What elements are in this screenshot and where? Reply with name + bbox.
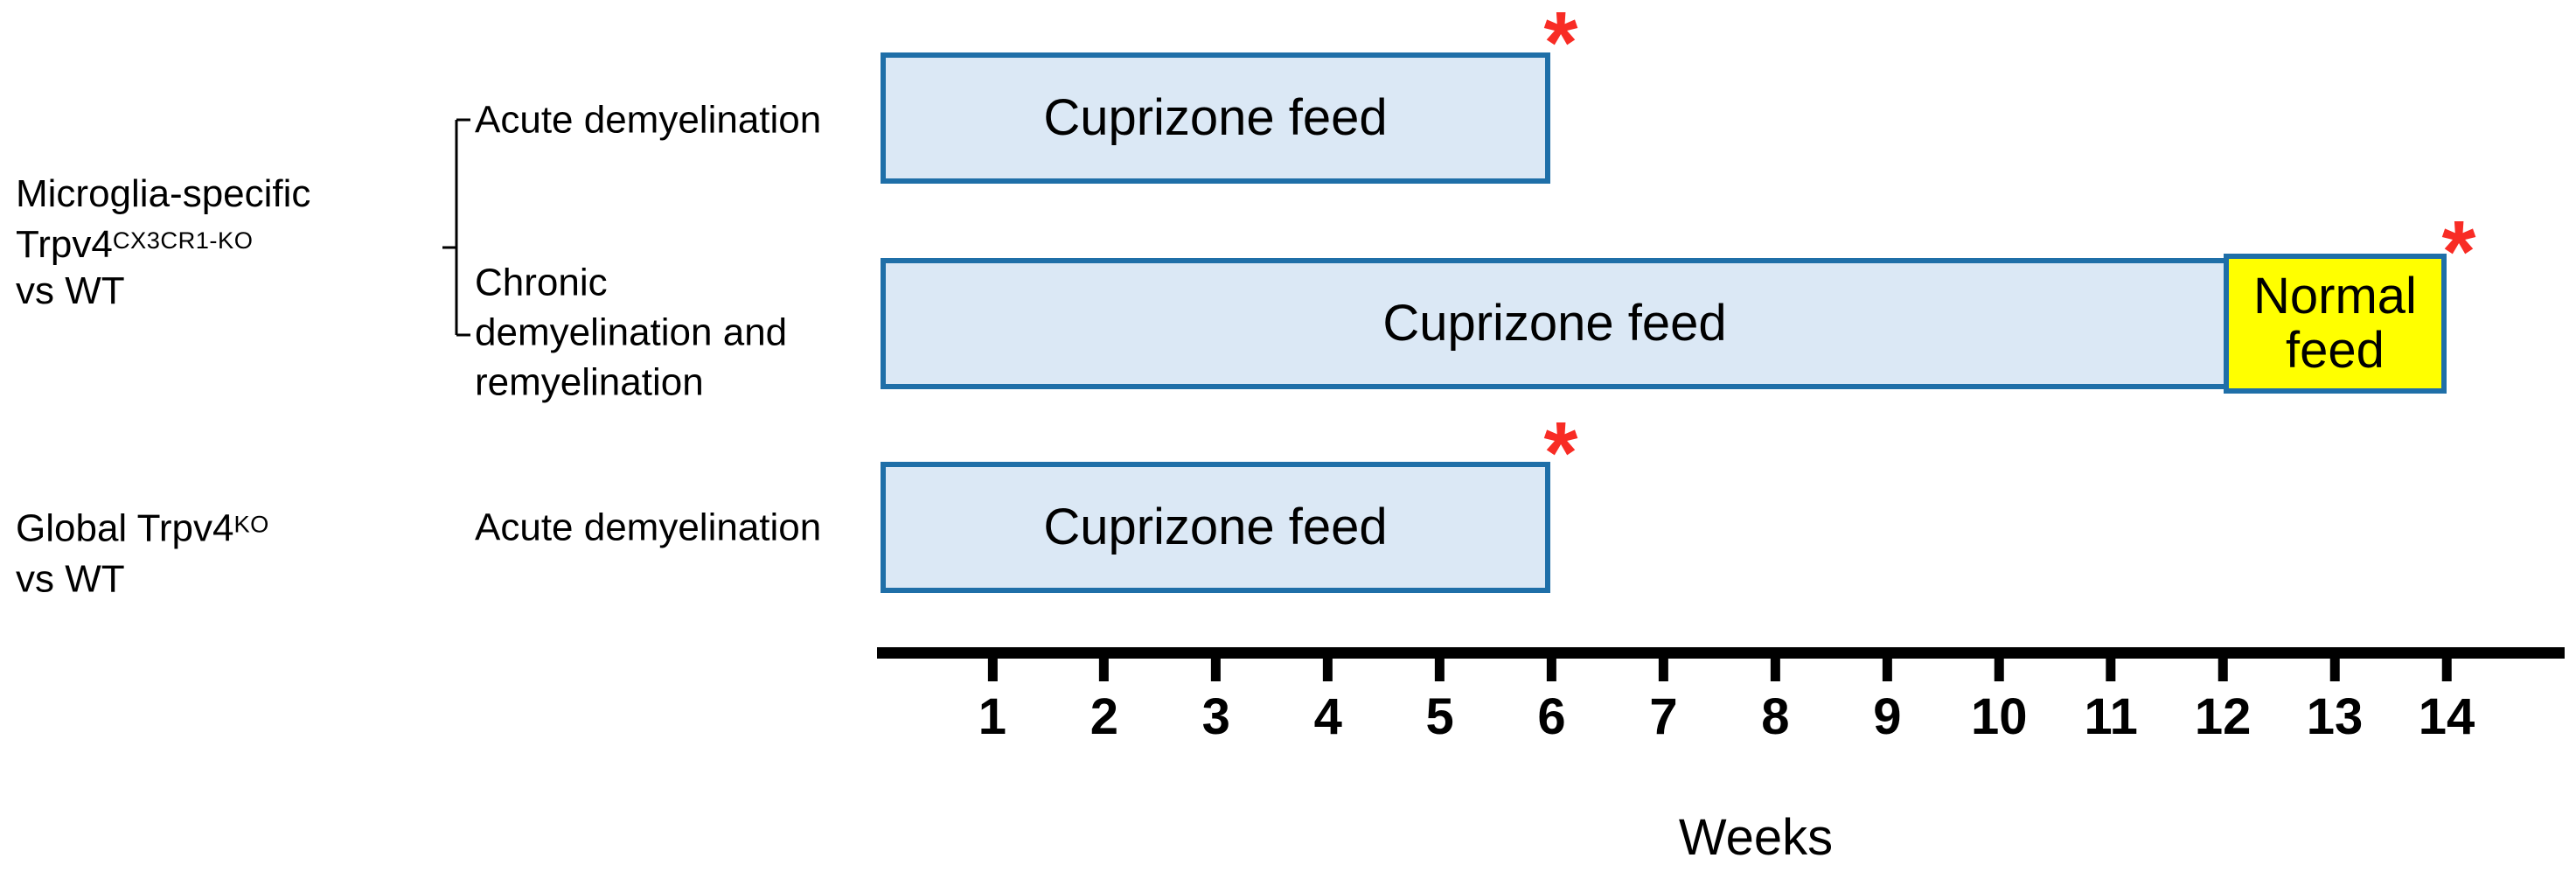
group-bracket xyxy=(442,118,470,337)
genotype-superscript: KO xyxy=(233,510,269,538)
tick-label: 14 xyxy=(2418,688,2475,745)
tick-week-7: 7 xyxy=(1649,659,1678,745)
row2-cuprizone-bar-label: Cuprizone feed xyxy=(1382,295,1727,352)
tick-label: 13 xyxy=(2306,688,2364,745)
tick-label: 4 xyxy=(1313,688,1342,745)
tick-week-12: 12 xyxy=(2194,659,2252,745)
group-label-microglia-line1: Microglia-specific xyxy=(16,172,311,216)
weeks-axis-label: Weeks xyxy=(1678,809,1834,866)
row3-endpoint-asterisk: * xyxy=(1543,404,1578,502)
tick-mark xyxy=(1882,659,1892,681)
tick-week-8: 8 xyxy=(1761,659,1790,745)
row3-cuprizone-bar-label: Cuprizone feed xyxy=(1043,499,1388,555)
row2-normal-feed-bar: Normal feed xyxy=(2224,254,2447,394)
tick-week-3: 3 xyxy=(1202,659,1230,743)
row3-cuprizone-bar: Cuprizone feed xyxy=(881,462,1550,593)
tick-label: 5 xyxy=(1425,688,1454,745)
group-label-microglia-line2: Trpv4CX3CR1-KO xyxy=(16,222,254,266)
tick-mark xyxy=(2106,659,2116,681)
tick-mark xyxy=(1211,659,1222,681)
row2-endpoint-asterisk: * xyxy=(2441,203,2476,301)
tick-label: 9 xyxy=(1873,688,1902,745)
genotype-superscript: CX3CR1-KO xyxy=(112,227,254,255)
tick-week-11: 11 xyxy=(2085,659,2138,743)
normal-feed-label-line2: feed xyxy=(2286,322,2385,379)
row2-condition-line3: remyelination xyxy=(475,360,704,404)
row1-condition-label: Acute demyelination xyxy=(475,98,822,142)
tick-mark xyxy=(2329,659,2340,681)
row2-condition-line1: Chronic xyxy=(475,261,608,304)
tick-label: 3 xyxy=(1201,688,1230,745)
tick-week-2: 2 xyxy=(1090,659,1118,743)
tick-mark xyxy=(2217,659,2228,681)
row2-condition-line2: demyelination and xyxy=(475,310,788,354)
tick-mark xyxy=(1770,659,1780,681)
tick-label: 10 xyxy=(1971,688,2028,745)
tick-mark xyxy=(1658,659,1668,681)
row1-endpoint-asterisk: * xyxy=(1543,0,1578,92)
tick-week-13: 13 xyxy=(2306,659,2364,745)
tick-label: 6 xyxy=(1537,688,1566,745)
tick-mark xyxy=(1435,659,1445,681)
tick-week-4: 4 xyxy=(1314,659,1342,743)
tick-mark xyxy=(1547,659,1557,681)
tick-label: 8 xyxy=(1761,688,1790,745)
tick-mark xyxy=(1323,659,1333,681)
group-label-global-line1: Global Trpv4KO xyxy=(16,506,269,550)
tick-label: 11 xyxy=(2084,688,2138,745)
group-label-microglia: Microglia-specific Trpv4CX3CR1-KO vs WT xyxy=(16,171,310,314)
tick-week-5: 5 xyxy=(1426,659,1454,743)
row3-condition-label: Acute demyelination xyxy=(475,506,822,549)
tick-label: 7 xyxy=(1649,688,1678,745)
row2-cuprizone-bar: Cuprizone feed xyxy=(881,258,2224,389)
tick-mark xyxy=(1994,659,2004,681)
tick-label: 1 xyxy=(978,688,1007,745)
tick-mark xyxy=(987,659,998,681)
tick-week-14: 14 xyxy=(2419,659,2475,743)
tick-week-1: 1 xyxy=(978,659,1006,743)
timeline-axis xyxy=(877,647,2565,659)
group-label-global-line2: vs WT xyxy=(16,557,125,601)
normal-feed-label-line1: Normal xyxy=(2253,268,2417,324)
row1-cuprizone-bar-label: Cuprizone feed xyxy=(1043,89,1388,146)
tick-mark xyxy=(1099,659,1110,681)
row2-condition-label: Chronic demyelination and remyelination xyxy=(475,258,787,408)
tick-mark xyxy=(2441,659,2452,681)
group-label-microglia-line3: vs WT xyxy=(16,269,125,312)
tick-week-10: 10 xyxy=(1971,659,2028,743)
tick-label: 12 xyxy=(2194,688,2252,745)
tick-label: 2 xyxy=(1090,688,1118,745)
tick-week-6: 6 xyxy=(1537,659,1566,745)
row1-cuprizone-bar: Cuprizone feed xyxy=(881,52,1550,184)
group-label-global: Global Trpv4KO vs WT xyxy=(16,499,269,605)
tick-week-9: 9 xyxy=(1873,659,1901,743)
